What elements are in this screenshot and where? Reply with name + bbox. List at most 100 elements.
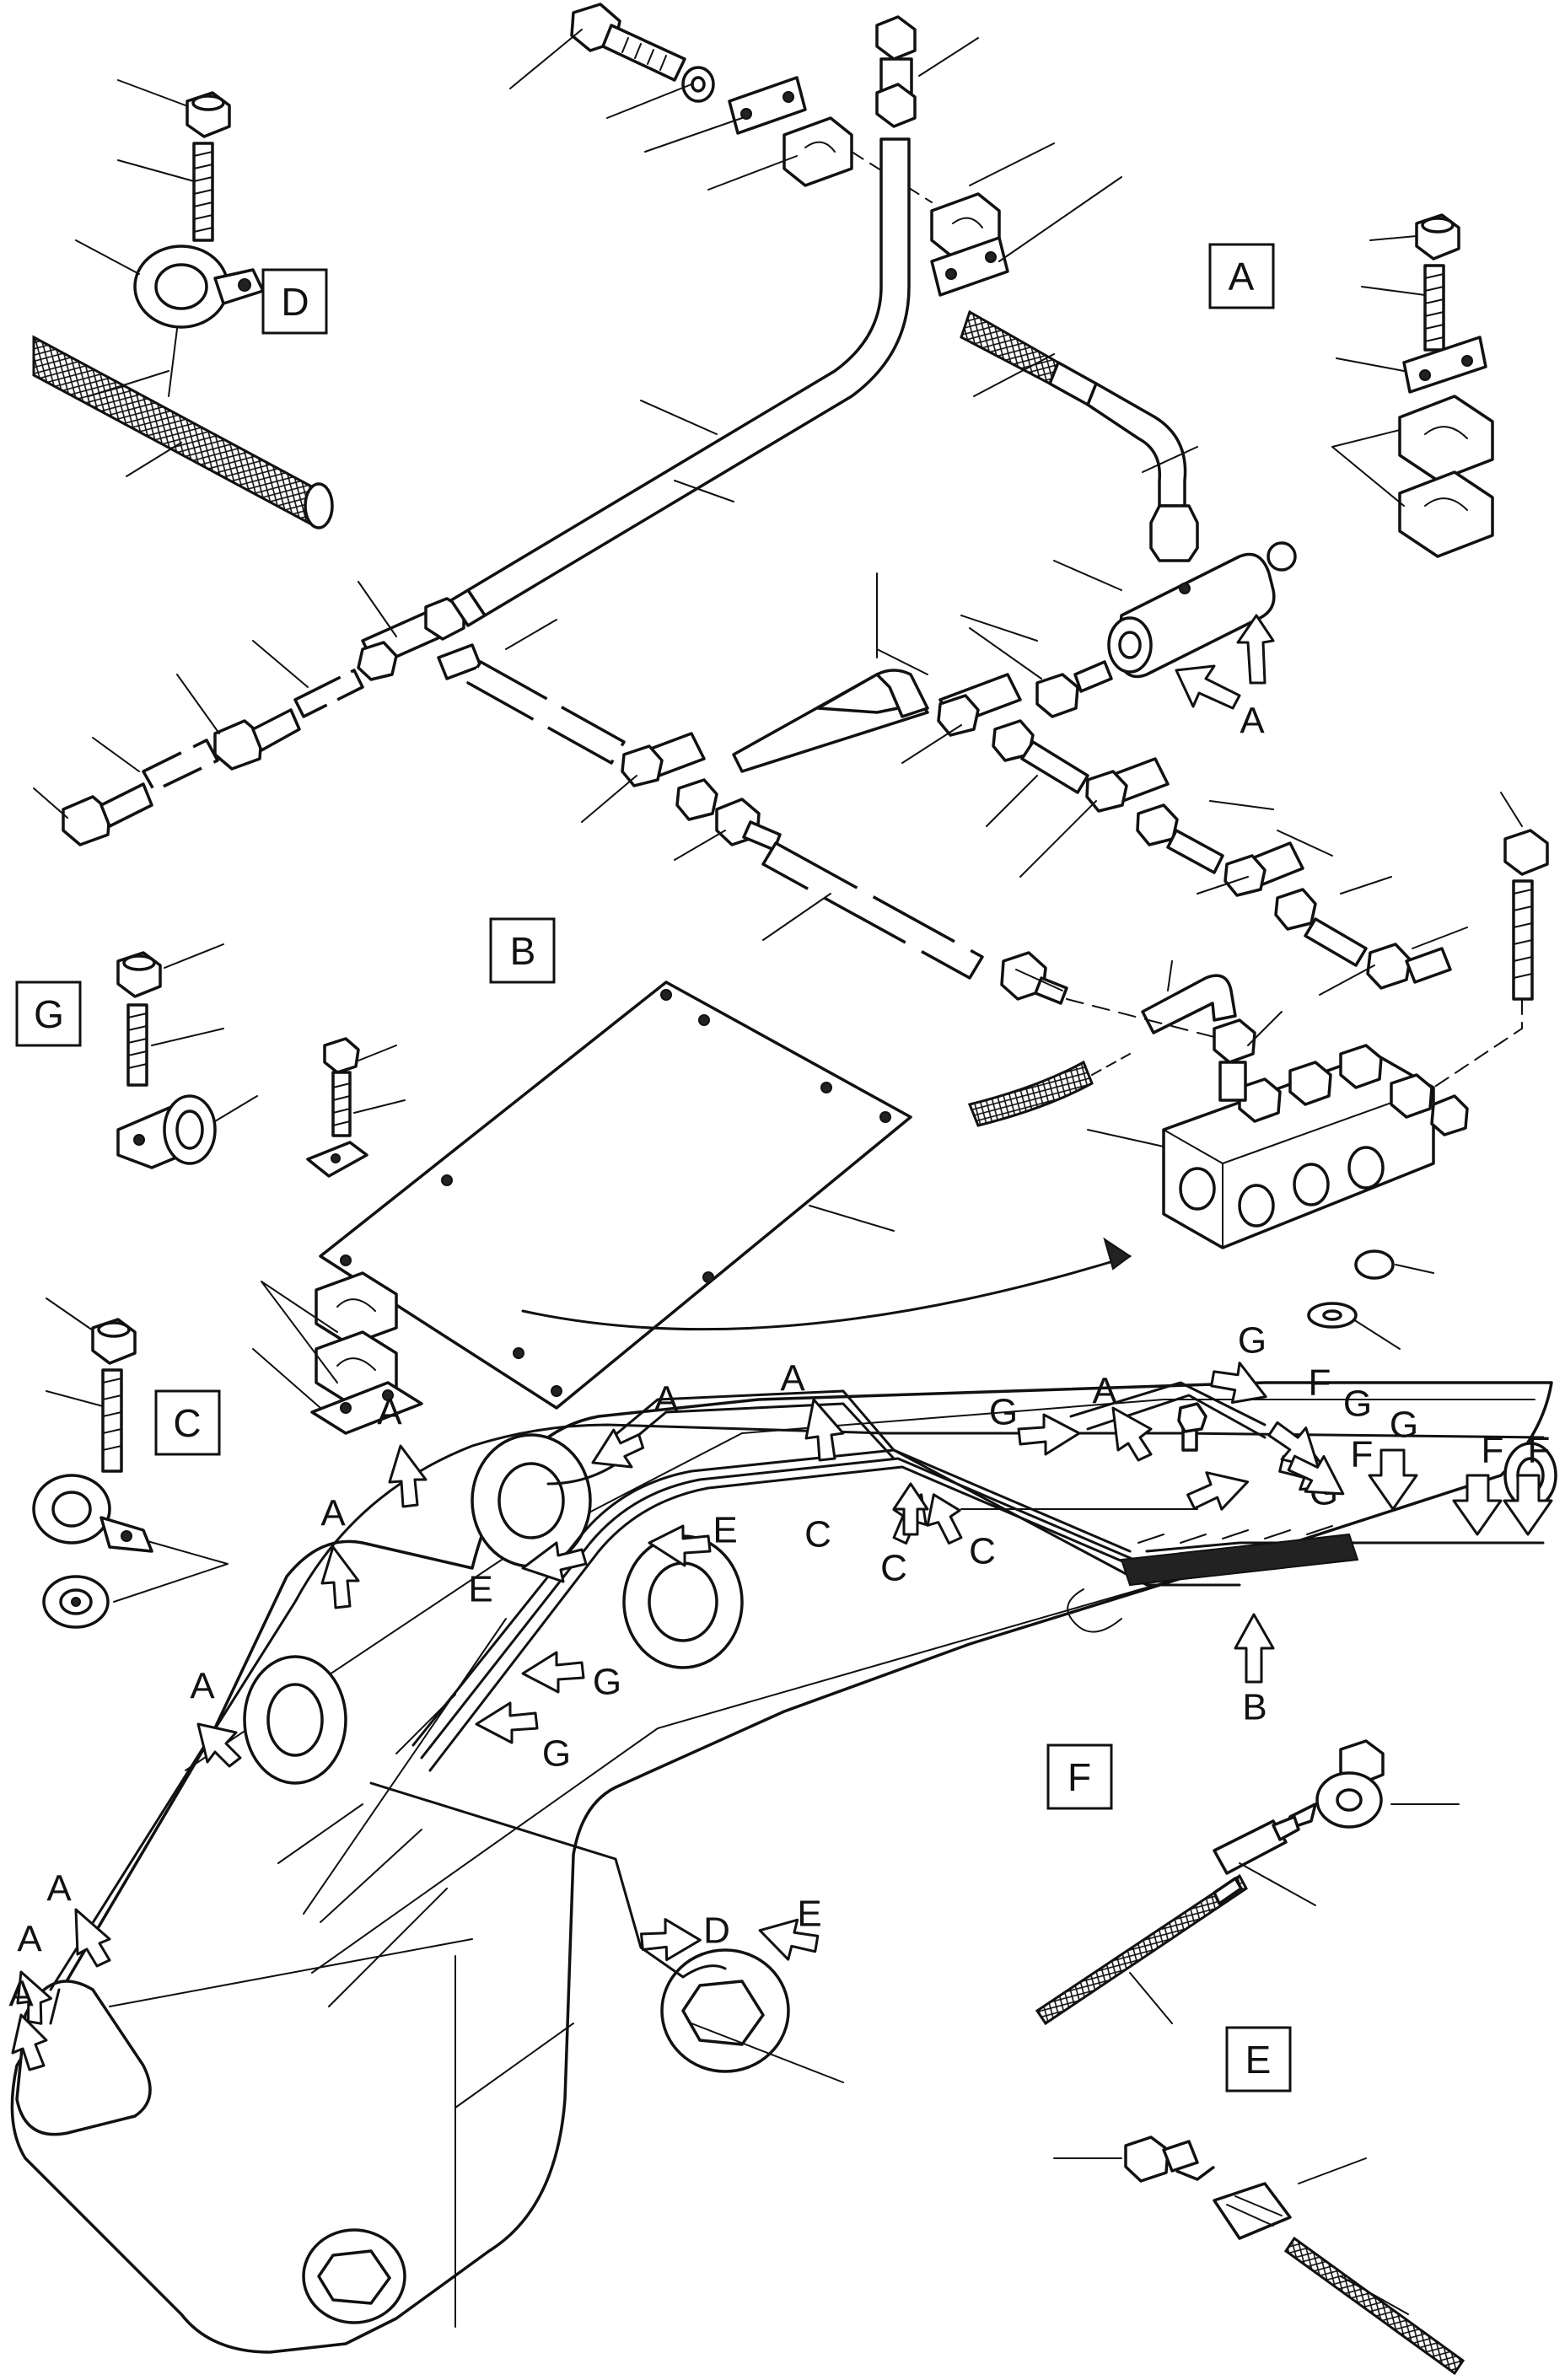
callout-boom-a9-text: A [8,1974,34,2015]
straight-fitting-icon [715,798,782,852]
callout-boom-a6: A [591,1379,679,1469]
callout-boom-e3: E [758,1894,822,1961]
f-hose-icon [1035,1873,1248,2026]
detail-e-group [1053,2136,1466,2376]
callout-boom-g2-text: G [542,1733,571,1775]
clamp-block-a-lower-icon [1398,470,1494,558]
callout-boom-f1: F [1267,1362,1331,1469]
label-box-g: G [15,980,82,1047]
callout-boom-e2-text: E [713,1510,737,1551]
callout-boom-a4-text: A [320,1493,346,1534]
nut-icon [186,91,231,138]
callout-boom-d-text: D [703,1910,730,1952]
callout-boom-e2: E [648,1510,738,1567]
clamp-c-lower-icon [42,1575,110,1629]
callout-boom-a8: A [1092,1371,1153,1462]
rubber-clamp-icon [133,244,265,329]
callout-boom-f2: F [1287,1434,1374,1496]
manifold-inlet-fitting-icon [1000,951,1068,1005]
manifold-washer-icon [1307,1302,1358,1329]
callout-boom-f4: F [1503,1430,1553,1536]
tee-fitting-left-icon [357,597,482,681]
callout-boom-a8-text: A [1092,1371,1117,1412]
f-hose-end-icon [1213,1815,1300,1875]
callout-boom-e1: E [468,1541,588,1610]
callout-boom-g5-text: G [1343,1383,1372,1425]
boom-grease-nipple-icon [1177,1402,1207,1452]
stud-a-icon [1423,264,1445,352]
label-box-a: A [1208,243,1275,309]
nut-c-icon [91,1318,137,1365]
label-box-f: F [1046,1743,1113,1810]
label-box-b-text: B [510,929,536,973]
callout-boom-g4: G [1210,1320,1267,1404]
callout-boom-b-text: B [1242,1687,1267,1728]
manifold-elbow-hose-icon [967,974,1237,1127]
nut-a-icon [1415,213,1460,261]
detail-g-group [116,943,258,1169]
detail-f-group [1035,1739,1460,2026]
boom-body-icon [10,1381,1553,2354]
clamp-c-upper-icon [32,1474,153,1553]
washer-icon [681,66,715,103]
callout-boom-f2-text: F [1351,1434,1374,1475]
e-hose-end-icon [1213,2182,1292,2240]
manifold-block-icon [1162,1052,1435,1249]
pipe-network-group [33,572,1468,1005]
callout-boom-a1-text: A [17,1919,42,1960]
f-swivel-fitting-icon [1284,1739,1385,1831]
callout-boom-d: D [640,1910,730,1962]
callout-boom-a9: A [8,1974,48,2071]
braided-hose-icon [32,335,334,529]
callout-boom-a6-text: A [653,1379,679,1421]
label-box-a-text: A [1229,255,1255,298]
label-box-c: C [154,1389,221,1456]
grease-valve-icon [1107,541,1297,679]
boom-manifold-icon [1120,1525,1359,1587]
clamp-g-icon [116,1094,217,1169]
callout-boom-g4-text: G [1238,1320,1267,1362]
stud-c-icon [101,1368,123,1473]
callout-boom-c2-text: C [880,1548,907,1589]
callout-boom-a4: A [320,1493,360,1609]
bolt-icon [570,3,686,82]
plate-a-icon [1402,336,1487,394]
callout-boom-f3: F [1452,1430,1503,1536]
callout-boom-a7: A [780,1358,845,1462]
cover-bolt-icon [323,1037,360,1137]
stud-icon [192,142,214,242]
callout-boom-a3: A [190,1666,242,1768]
callout-boom-a5-text: A [377,1392,402,1433]
upper-right-hose-group [960,309,1297,679]
boom-foot-pin-icon [302,2228,406,2324]
manifold-plug-icon [1354,1249,1395,1280]
callout-boom-f1-text: F [1309,1362,1331,1404]
callout-boom-g1: G [521,1651,621,1703]
detail-a-group [1331,213,1494,558]
callout-arrows: A A A A A A A A [8,614,1553,2071]
clamp-block-a-upper-icon [1398,395,1494,482]
valve-inlet-fitting-icon [1035,660,1113,718]
callout-boom-a2: A [46,1868,111,1968]
callout-boom-c2: C [880,1482,929,1589]
nut-g-icon [116,951,162,998]
callout-boom-a2-text: A [46,1868,72,1910]
manifold-feed-fitting-icon [1213,1018,1256,1102]
detail-c-group [32,1297,229,1629]
label-box-g-text: G [34,992,64,1036]
cover-plate-b-group [252,980,1132,1435]
tee-fitting-center-icon [621,732,718,821]
cover-washer-icon [306,1141,368,1178]
callout-boom-e1-text: E [468,1569,492,1610]
distribution-manifold-group [967,792,1549,1350]
plate-lower-icon [930,236,1009,297]
e-hose-icon [1283,2236,1466,2376]
tee-fitting-far-right-icon [1223,841,1317,931]
elbow-fitting-icon [1366,943,1452,990]
callout-top-a: A [1175,614,1275,742]
callout-boom-b: B [1234,1613,1275,1728]
boom-mid-pin-icon [622,1534,744,1669]
excavator-boom-group [10,1381,1557,2354]
label-box-d: D [261,268,328,335]
